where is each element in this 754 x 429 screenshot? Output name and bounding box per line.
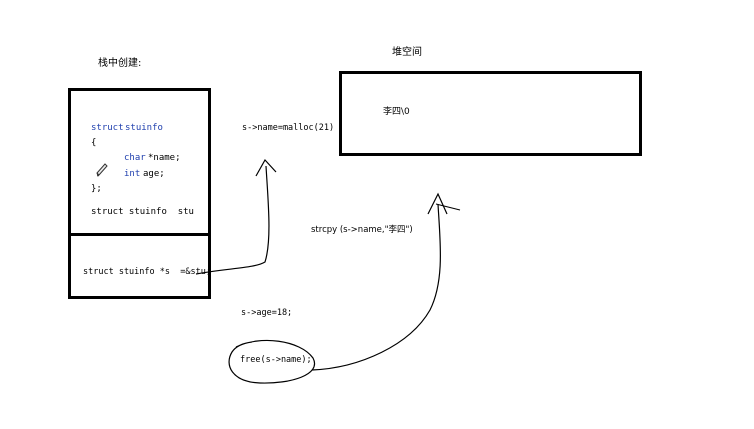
- free-annotation: free(s->name);: [240, 355, 312, 365]
- kw-int: int: [124, 169, 141, 179]
- age-annotation: s->age=18;: [241, 308, 293, 318]
- kw-char: char: [124, 153, 146, 163]
- kw-struct: struct: [91, 123, 124, 133]
- open-brace: {: [91, 138, 97, 148]
- pointer-to-heap-arrow: [195, 165, 270, 275]
- free-to-heap-arrow: [311, 203, 442, 371]
- stack-title: 栈中创建:: [98, 58, 142, 69]
- malloc-annotation: s->name=malloc(21): [242, 123, 335, 133]
- field-name: *name;: [148, 153, 181, 163]
- stu-declaration: struct stuinfo stu: [91, 207, 194, 217]
- pointer-to-heap-arrowhead: [255, 158, 277, 177]
- pencil-icon: [96, 163, 108, 177]
- close-brace: };: [91, 184, 102, 194]
- free-circle: [228, 339, 316, 384]
- stack-pointer-box: struct stuinfo *s =&stu;: [68, 233, 211, 299]
- heap-content: 李四\0: [383, 107, 410, 117]
- field-age: age;: [143, 169, 165, 179]
- heap-title: 堆空间: [392, 47, 422, 58]
- type-name: stuinfo: [125, 123, 163, 133]
- heap-box: 李四\0: [339, 71, 642, 156]
- strcpy-annotation: strcpy (s->name,"李四"): [311, 225, 413, 235]
- pointer-declaration: struct stuinfo *s =&stu;: [83, 267, 211, 277]
- free-to-heap-arrowhead: [427, 192, 448, 215]
